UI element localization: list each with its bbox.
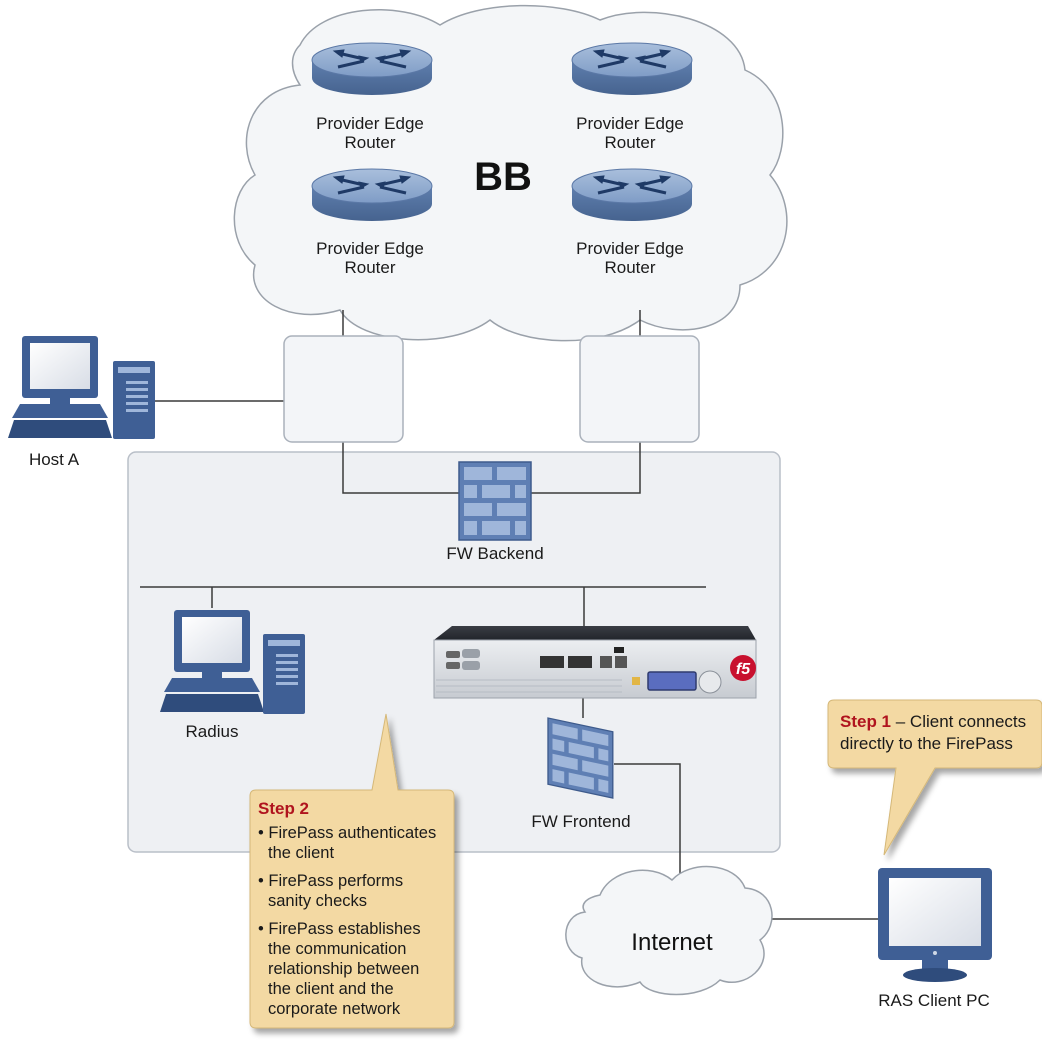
switch-right bbox=[579, 335, 700, 443]
step2-bullet-text: the client bbox=[268, 844, 334, 862]
step1-line2: directly to the FirePass bbox=[840, 734, 1013, 753]
ras-client-label: RAS Client PC bbox=[878, 991, 989, 1010]
radius-server-icon bbox=[160, 610, 305, 714]
router-label: Provider Edge bbox=[576, 114, 684, 133]
fw-frontend-label: FW Frontend bbox=[531, 812, 630, 831]
switch-left bbox=[283, 335, 404, 443]
step2-bullet-text: the client and the bbox=[268, 980, 394, 998]
router-label: Provider Edge bbox=[576, 239, 684, 258]
router-icon bbox=[570, 41, 694, 97]
router-label: Provider Edge bbox=[316, 239, 424, 258]
step1-line1: – Client connects bbox=[891, 712, 1026, 731]
router-icon bbox=[310, 41, 434, 97]
step2-bullet-text: • FirePass authenticates bbox=[258, 824, 436, 842]
host-a-computer-icon bbox=[8, 336, 155, 439]
fw-backend-label: FW Backend bbox=[446, 544, 543, 563]
step2-bullet-text: the communication bbox=[268, 940, 407, 958]
step2-bullet-text: • FirePass performs bbox=[258, 872, 403, 890]
step2-bullet-text: sanity checks bbox=[268, 892, 367, 910]
step1-text: Step 1 – Client connects bbox=[840, 712, 1026, 731]
step2-title: Step 2 bbox=[258, 799, 309, 818]
connection-lines bbox=[140, 310, 878, 920]
firewall-backend-icon bbox=[458, 461, 532, 541]
router-label: Router bbox=[604, 133, 655, 152]
router-label: Router bbox=[344, 258, 395, 277]
host-a-label: Host A bbox=[29, 450, 80, 469]
router-icon bbox=[570, 167, 694, 223]
step1-title: Step 1 bbox=[840, 712, 891, 731]
firewall-frontend-icon bbox=[547, 717, 614, 799]
router-label: Router bbox=[604, 258, 655, 277]
router-icon bbox=[310, 167, 434, 223]
backbone-label: BB bbox=[474, 155, 532, 199]
step2-bullet-text: • FirePass establishes bbox=[258, 920, 421, 938]
step2-callout bbox=[249, 713, 455, 1029]
router-label: Provider Edge bbox=[316, 114, 424, 133]
internet-label: Internet bbox=[631, 929, 713, 956]
radius-label: Radius bbox=[186, 722, 239, 741]
router-label: Router bbox=[344, 133, 395, 152]
f5-logo: f5 bbox=[736, 661, 751, 678]
step2-bullet-text: relationship between bbox=[268, 960, 419, 978]
firepass-appliance-icon: f5 bbox=[433, 626, 757, 699]
internet-cloud bbox=[565, 865, 773, 996]
ras-client-computer-icon bbox=[878, 868, 992, 982]
step2-bullet-text: corporate network bbox=[268, 1000, 401, 1018]
